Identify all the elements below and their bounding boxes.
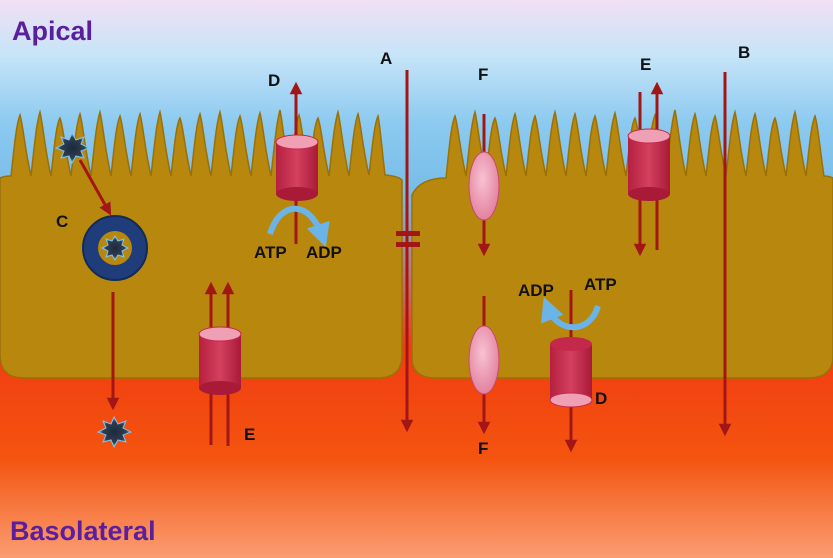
endocytic-vesicle <box>82 215 148 281</box>
endocytosis-arrow <box>78 159 112 216</box>
left-atp-label: ATP <box>254 243 287 262</box>
right-atp-label: ATP <box>584 275 617 294</box>
apical-label: Apical <box>12 16 93 46</box>
right-atp-hydrolysis-arrow <box>541 296 601 331</box>
basolateral-exchange-transporter <box>198 326 242 395</box>
basolateral-particle-icon <box>96 415 133 449</box>
basolateral-carrier <box>468 325 500 395</box>
label-B: B <box>738 43 750 62</box>
apical-exchange-transporter <box>627 128 671 201</box>
label-E-right: E <box>640 55 651 74</box>
label-D-left: D <box>268 71 280 90</box>
label-D-right: D <box>595 389 607 408</box>
label-A: A <box>380 49 392 68</box>
apical-efflux-transporter <box>275 134 319 201</box>
label-E-left: E <box>244 425 255 444</box>
right-adp-label: ADP <box>518 281 554 300</box>
basolateral-label: Basolateral <box>10 516 156 546</box>
apical-uptake-carrier <box>468 151 500 221</box>
left-adp-label: ADP <box>306 243 342 262</box>
label-F-top: F <box>478 65 488 84</box>
label-C: C <box>56 212 68 231</box>
basolateral-efflux-transporter <box>549 337 593 408</box>
label-F-bottom: F <box>478 439 488 458</box>
tight-junction <box>396 231 420 247</box>
apical-particle-icon <box>54 131 91 165</box>
left-atp-hydrolysis-arrow <box>267 205 330 248</box>
